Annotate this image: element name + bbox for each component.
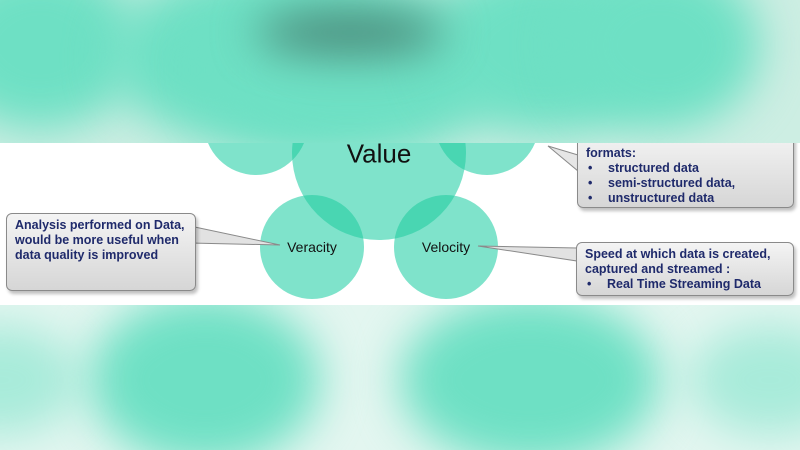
blurred-background-top <box>0 0 800 143</box>
list-item: Real Time Streaming Data <box>585 277 785 292</box>
blurred-circle <box>90 305 320 450</box>
callout-velocity: Speed at which data is created, captured… <box>576 242 794 296</box>
overlap-value-right <box>435 143 466 175</box>
blurred-circle <box>690 325 800 435</box>
callout-variety-text: formats: <box>586 146 637 160</box>
callout-velocity-list: Real Time Streaming Data <box>585 277 785 292</box>
circle-partial-left <box>208 143 304 175</box>
list-item: structured data <box>586 161 785 176</box>
diagram-slide: Value Veracity Velocity formats: structu… <box>0 143 800 305</box>
list-item: semi-structured data, <box>586 176 785 191</box>
blurred-circle <box>0 325 80 435</box>
callout-veracity: Analysis performed on Data, would be mor… <box>6 213 196 291</box>
blurred-circle <box>400 305 660 450</box>
callout-variety: formats: structured data semi-structured… <box>577 143 794 208</box>
overlap-value-veracity <box>292 195 364 240</box>
diagram-canvas <box>189 143 579 299</box>
callout-pointer-variety <box>547 145 579 173</box>
circle-label-velocity: Velocity <box>421 239 471 255</box>
callout-variety-list: structured data semi-structured data, un… <box>586 161 785 206</box>
blurred-circle <box>560 0 760 130</box>
list-item: unstructured data <box>586 191 785 206</box>
circle-label-veracity: Veracity <box>287 239 337 255</box>
circle-label-value: Value <box>346 143 412 169</box>
overlap-value-velocity <box>394 195 466 240</box>
blurred-background-bottom <box>0 305 800 450</box>
blurred-title <box>255 10 445 55</box>
callout-velocity-text: Speed at which data is created, captured… <box>585 247 771 276</box>
